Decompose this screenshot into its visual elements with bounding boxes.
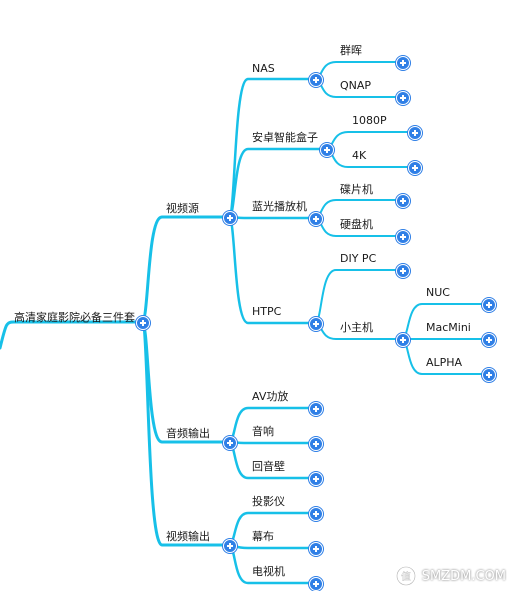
connector-bluray [227, 215, 317, 220]
node-label-speakers[interactable]: 音响 [252, 425, 274, 438]
expand-plus-icon-k4[interactable] [408, 161, 422, 175]
connector-audio [140, 320, 231, 444]
connector-video-out [140, 320, 231, 547]
expand-plus-icon-echo-wall[interactable] [309, 472, 323, 486]
node-label-nuc[interactable]: NUC [426, 286, 450, 299]
expand-plus-icon-nas[interactable] [309, 73, 323, 87]
svg-text:值: 值 [401, 570, 411, 583]
watermark: 值 SMZDM.COM [395, 566, 506, 586]
connector-k4 [325, 148, 415, 168]
expand-plus-icon-speakers[interactable] [309, 437, 323, 451]
root-connector [0, 320, 144, 350]
node-label-bluray[interactable]: 蓝光播放机 [252, 200, 307, 213]
node-label-disc-player[interactable]: 碟片机 [340, 183, 373, 196]
node-label-echo-wall[interactable]: 回音壁 [252, 460, 285, 473]
node-label-android-box[interactable]: 安卓智能盒子 [252, 131, 318, 144]
node-label-source[interactable]: 视频源 [166, 202, 199, 215]
expand-plus-icon-audio[interactable] [223, 436, 237, 450]
expand-plus-icon-qnap[interactable] [396, 91, 410, 105]
expand-plus-icon-tv[interactable] [309, 577, 323, 591]
expand-plus-icon-disc-player[interactable] [396, 194, 410, 208]
connector-source [140, 215, 231, 324]
connector-diy-pc [314, 269, 403, 324]
expand-plus-icon-av-amp[interactable] [309, 402, 323, 416]
expand-plus-icon-source[interactable] [223, 211, 237, 225]
expand-plus-icon-diy-pc[interactable] [396, 264, 410, 278]
node-label-av-amp[interactable]: AV功放 [252, 390, 289, 403]
node-label-synology[interactable]: 群晖 [340, 44, 362, 57]
watermark-text: SMZDM.COM [421, 568, 506, 584]
node-label-hdd-player[interactable]: 硬盘机 [340, 218, 373, 231]
expand-plus-icon-synology[interactable] [396, 56, 410, 70]
node-label-mini-host[interactable]: 小主机 [340, 321, 373, 334]
node-label-nas[interactable]: NAS [252, 62, 275, 75]
node-label-qnap[interactable]: QNAP [340, 79, 372, 92]
expand-plus-icon-nuc[interactable] [482, 298, 496, 312]
expand-plus-icon-hdd-player[interactable] [396, 230, 410, 244]
node-label-root[interactable]: 高清家庭影院必备三件套 [14, 311, 135, 324]
node-label-htpc[interactable]: HTPC [252, 305, 282, 318]
node-label-screen[interactable]: 幕布 [252, 530, 274, 543]
node-label-diy-pc[interactable]: DIY PC [340, 252, 377, 265]
expand-plus-icon-p1080[interactable] [408, 126, 422, 140]
expand-plus-icon-bluray[interactable] [309, 212, 323, 226]
connector-p1080 [325, 131, 415, 150]
expand-plus-icon-screen[interactable] [309, 542, 323, 556]
connector-speakers [227, 440, 317, 445]
expand-plus-icon-root[interactable] [136, 316, 150, 330]
expand-plus-icon-mini-host[interactable] [396, 333, 410, 347]
connector-disc-player [314, 199, 403, 219]
expand-plus-icon-htpc[interactable] [309, 317, 323, 331]
connector-screen [227, 543, 317, 550]
expand-plus-icon-macmini[interactable] [482, 333, 496, 347]
expand-plus-icon-projector[interactable] [309, 507, 323, 521]
node-label-tv[interactable]: 电视机 [252, 565, 285, 578]
node-label-p1080[interactable]: 1080P [352, 114, 387, 127]
node-label-projector[interactable]: 投影仪 [252, 495, 285, 508]
node-label-k4[interactable]: 4K [352, 149, 367, 162]
node-label-audio[interactable]: 音频输出 [166, 427, 210, 440]
watermark-logo-icon: 值 [395, 566, 416, 586]
node-label-alpha[interactable]: ALPHA [426, 356, 463, 369]
node-label-video-out[interactable]: 视频输出 [166, 530, 210, 543]
expand-plus-icon-video-out[interactable] [223, 539, 237, 553]
expand-plus-icon-android-box[interactable] [320, 143, 334, 157]
expand-plus-icon-alpha[interactable] [482, 368, 496, 382]
connector-synology [314, 61, 403, 80]
node-label-macmini[interactable]: MacMini [426, 321, 471, 334]
